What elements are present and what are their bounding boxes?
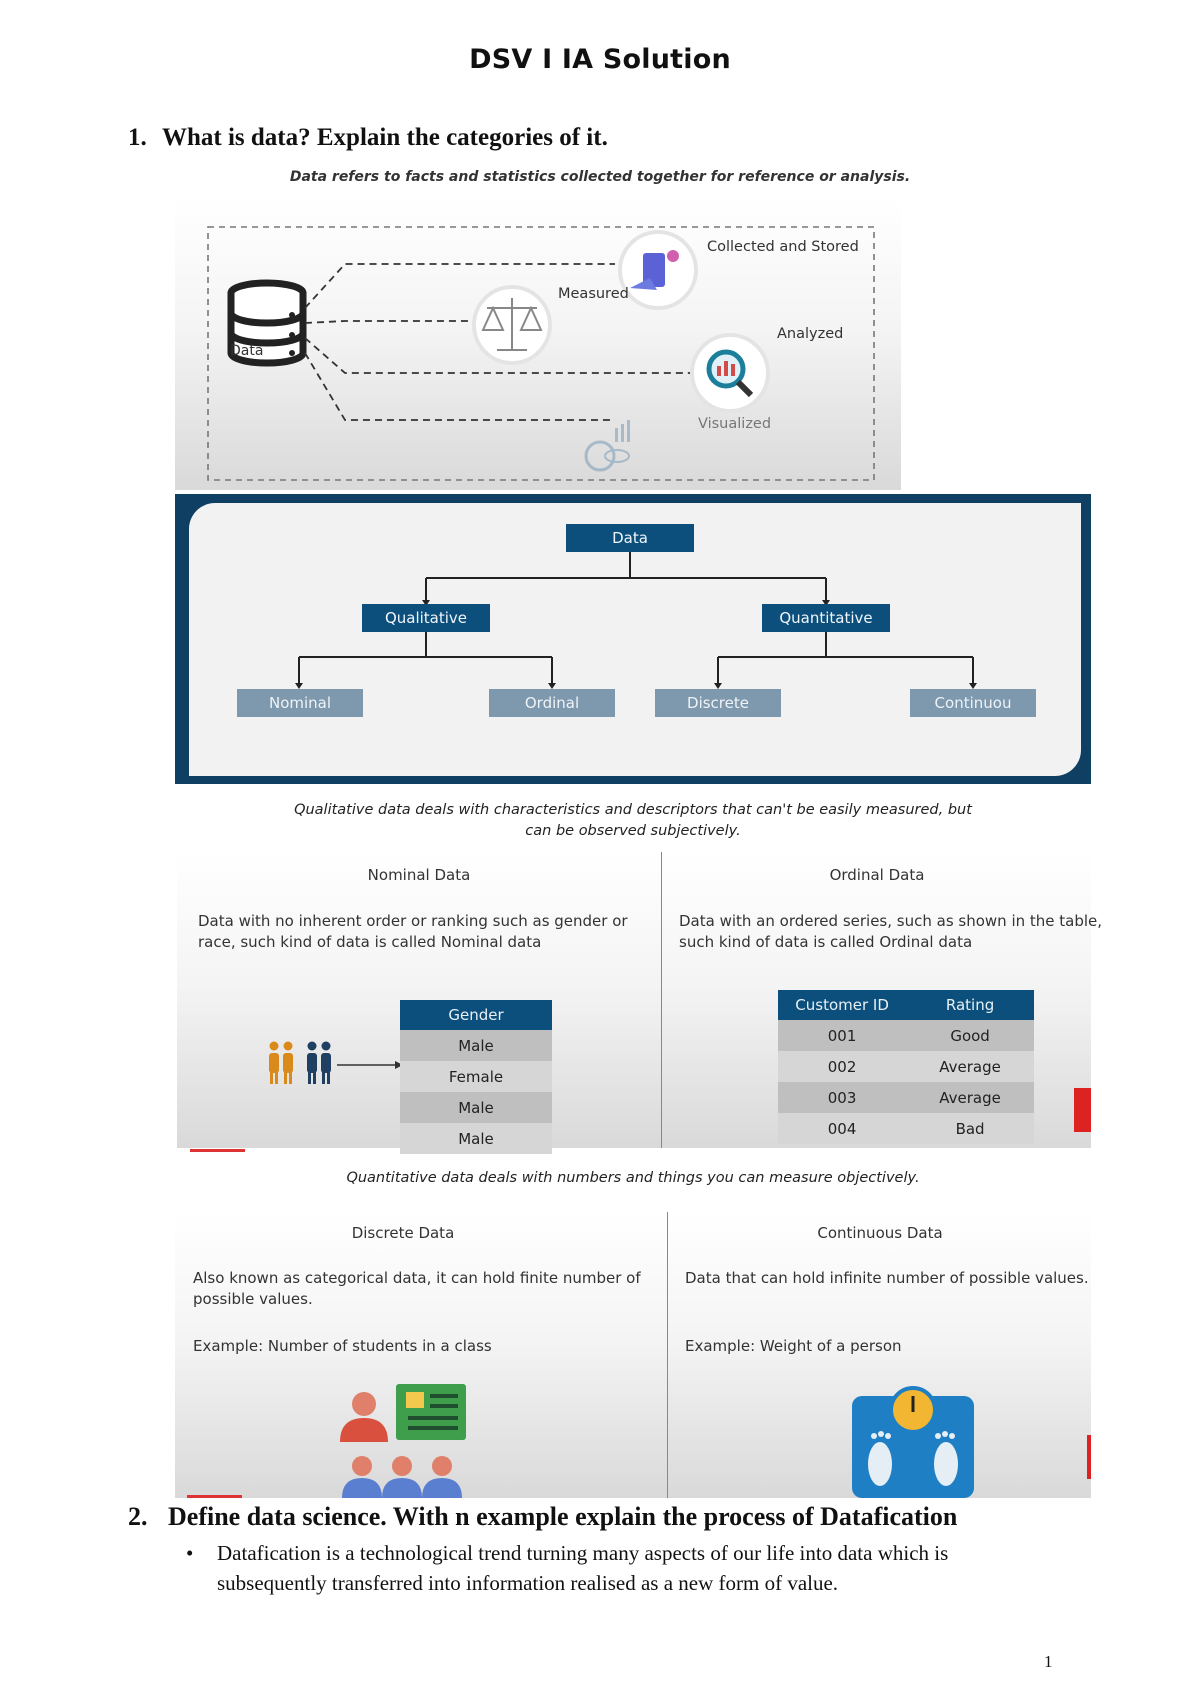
- customer-id-cell: 004: [778, 1113, 907, 1144]
- gender-row-2: Female: [400, 1061, 552, 1092]
- datafication-bullet-line-2: subsequently transferred into informatio…: [217, 1571, 839, 1595]
- quantitative-caption: Quantitative data deals with numbers and…: [346, 1170, 920, 1186]
- qualitative-caption-line-2: can be observed subjectively.: [525, 823, 741, 839]
- visualized-label: Visualized: [698, 416, 772, 432]
- discrete-description-line-1: Also known as categorical data, it can h…: [193, 1269, 641, 1287]
- page-number: 1: [1044, 1652, 1053, 1671]
- scale-icon: [472, 285, 552, 365]
- question-2-number: 2.: [128, 1502, 148, 1531]
- rating-cell: Average: [906, 1051, 1034, 1082]
- nominal-description: Data with no inherent order or ranking s…: [198, 911, 628, 953]
- datafication-bullet: Datafication is a technological trend tu…: [217, 1538, 1117, 1598]
- ordinal-description-line-1: Data with an ordered series, such as sho…: [679, 912, 1103, 930]
- data-concept-figure: Data Collected and Stored Measured Analy…: [175, 198, 901, 490]
- rating-header: Rating: [906, 990, 1034, 1020]
- document-title: DSV I IA Solution: [469, 44, 731, 75]
- people-icon: [269, 1041, 403, 1084]
- tree-qualitative: Qualitative: [362, 604, 490, 632]
- data-tree-figure: Data Qualitative Quantitative Nominal Or…: [175, 494, 1091, 784]
- continuous-example: Example: Weight of a person: [685, 1337, 902, 1355]
- ordinal-description-line-2: such kind of data is called Ordinal data: [679, 933, 973, 951]
- tree-ordinal: Ordinal: [489, 689, 615, 717]
- gender-table-header: Gender: [400, 1000, 552, 1030]
- nominal-description-line-2: race, such kind of data is called Nomina…: [198, 933, 542, 951]
- students-icon: [340, 1384, 466, 1498]
- customer-id-cell: 001: [778, 1020, 907, 1051]
- tree-quantitative: Quantitative: [762, 604, 890, 632]
- gender-row-3: Male: [400, 1092, 552, 1123]
- database-icon: [227, 279, 307, 367]
- continuous-heading: Continuous Data: [817, 1224, 943, 1242]
- tree-connectors: [295, 552, 977, 689]
- bullet-marker: •: [186, 1541, 194, 1565]
- tree-root-data: Data: [566, 524, 694, 552]
- analytics-magnifier-icon: [690, 333, 770, 413]
- tree-discrete: Discrete: [655, 689, 781, 717]
- discrete-description: Also known as categorical data, it can h…: [193, 1268, 641, 1310]
- weight-scale-icon: [852, 1386, 974, 1498]
- continuous-description: Data that can hold infinite number of po…: [685, 1269, 1089, 1287]
- qualitative-caption-line-1: Qualitative data deals with characterist…: [294, 802, 972, 818]
- discrete-heading: Discrete Data: [351, 1224, 455, 1242]
- customer-id-cell: 002: [778, 1051, 907, 1082]
- question-1-text: What is data? Explain the categories of …: [162, 124, 608, 151]
- tree-continuous: Continuou: [910, 689, 1036, 717]
- ordinal-heading: Ordinal Data: [829, 866, 925, 884]
- server-icon: [618, 230, 698, 310]
- nominal-description-line-1: Data with no inherent order or ranking s…: [198, 912, 628, 930]
- discrete-description-line-2: possible values.: [193, 1290, 313, 1308]
- datafication-bullet-line-1: Datafication is a technological trend tu…: [217, 1541, 949, 1565]
- customer-id-cell: 003: [778, 1082, 907, 1113]
- panel-divider: [661, 852, 662, 1148]
- visualize-icon: [584, 420, 630, 472]
- rating-cell: Bad: [906, 1113, 1034, 1144]
- nominal-heading: Nominal Data: [367, 866, 471, 884]
- rating-cell: Good: [906, 1020, 1034, 1051]
- discrete-example: Example: Number of students in a class: [193, 1337, 492, 1355]
- data-tree-panel: Data Qualitative Quantitative Nominal Or…: [189, 503, 1081, 776]
- gender-table: Gender Male Female Male Male: [400, 1000, 552, 1154]
- gender-row-4: Male: [400, 1123, 552, 1154]
- tree-nominal: Nominal: [237, 689, 363, 717]
- collected-stored-label: Collected and Stored: [707, 239, 859, 255]
- logo-fragment: [1074, 1088, 1091, 1132]
- rating-cell: Average: [906, 1082, 1034, 1113]
- question-1-number: 1.: [128, 124, 147, 151]
- panel-divider: [667, 1212, 668, 1498]
- question-2-text: Define data science. With n example expl…: [168, 1502, 958, 1531]
- qualitative-caption: Qualitative data deals with characterist…: [175, 800, 1091, 842]
- ordinal-description: Data with an ordered series, such as sho…: [679, 911, 1102, 953]
- analyzed-label: Analyzed: [777, 326, 844, 342]
- diagram-data-label: Data: [230, 343, 264, 359]
- data-definition-caption: Data refers to facts and statistics coll…: [289, 169, 911, 185]
- measured-label: Measured: [558, 286, 629, 302]
- gender-row-1: Male: [400, 1030, 552, 1061]
- customer-id-header: Customer ID: [778, 990, 907, 1020]
- data-concept-diagram: [207, 226, 875, 481]
